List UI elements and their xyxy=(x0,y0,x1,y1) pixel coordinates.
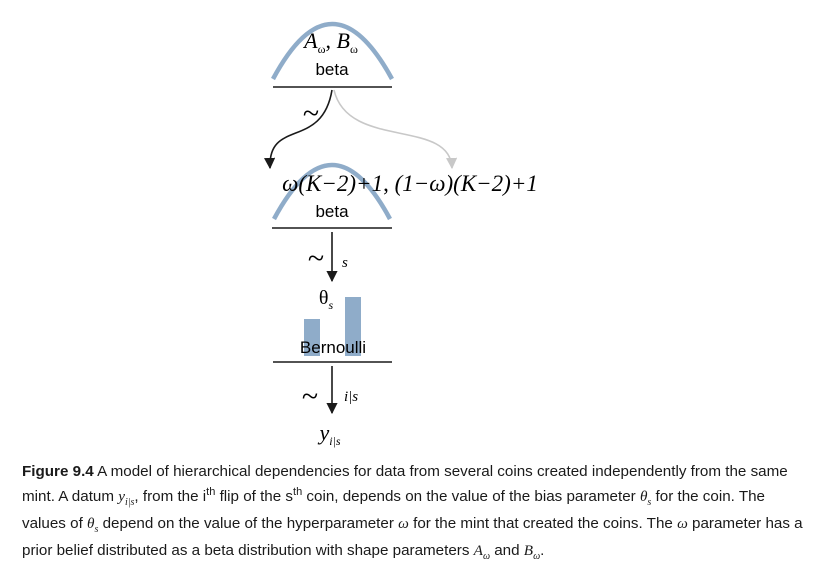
hierarchical-model-diagram: Aω, Bω beta ~ ω(K−2)+1, (1−ω)(K−2)+1 bet… xyxy=(264,21,538,448)
figure-label: Figure 9.4 xyxy=(22,463,94,480)
middle-dist-label: beta xyxy=(315,202,349,221)
arrow-to-param1 xyxy=(264,89,333,170)
theta-symbol: θs xyxy=(319,287,334,312)
y-symbol: yi|s xyxy=(317,420,340,448)
bernoulli-bar-right xyxy=(345,297,361,356)
middle-params: ω(K−2)+1, (1−ω)(K−2)+1 xyxy=(282,171,538,196)
top-beta-node: Aω, Bω beta xyxy=(271,21,394,88)
top-beta-curve xyxy=(271,21,394,81)
middle-beta-curve xyxy=(272,162,392,221)
middle-beta-node: ω(K−2)+1, (1−ω)(K−2)+1 beta xyxy=(272,162,538,229)
top-params: Aω, Bω xyxy=(302,28,358,56)
bernoulli-bar-left xyxy=(304,319,320,356)
tilde-bottom: ~ xyxy=(302,380,318,413)
figure-caption: Figure 9.4 A model of hierarchical depen… xyxy=(22,463,803,563)
bernoulli-node: Bernoulli xyxy=(273,297,392,363)
tilde-top: ~ xyxy=(303,97,319,130)
tilde-middle: ~ xyxy=(308,242,324,275)
arrow-is-label: i|s xyxy=(344,389,358,405)
arrow-to-param2 xyxy=(333,89,458,170)
top-dist-label: beta xyxy=(315,60,349,79)
bottom-dist-label: Bernoulli xyxy=(300,338,366,357)
arrow-s-label: s xyxy=(342,255,348,271)
